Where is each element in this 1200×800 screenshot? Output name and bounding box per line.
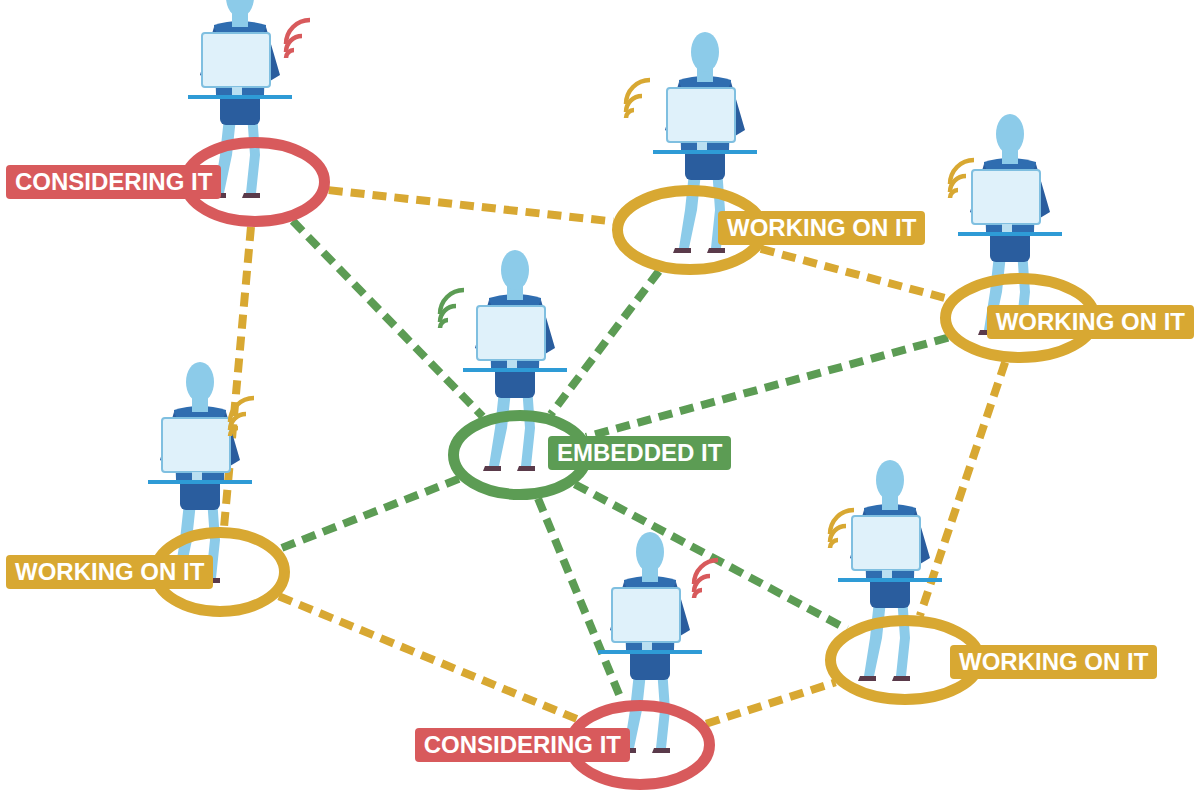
person-figure [830,460,942,681]
dashed-connector [586,338,948,437]
stage-tag: CONSIDERING IT [415,728,630,762]
person-figure [950,114,1062,335]
stage-tag: EMBEDDED IT [548,436,731,470]
stage-node: CONSIDERING IT [565,700,715,790]
dashed-connector [920,362,1005,616]
stage-tag: WORKING ON IT [987,305,1194,339]
dashed-connector [280,479,459,549]
stage-node: WORKING ON IT [825,615,985,705]
stage-node: WORKING ON IT [940,273,1100,363]
stage-tag: WORKING ON IT [718,211,925,245]
dashed-connector [279,596,578,719]
dashed-connector [293,221,483,417]
dashed-connector [706,682,835,723]
stage-node: WORKING ON IT [150,527,290,617]
stage-tag: CONSIDERING IT [6,165,221,199]
stage-node: EMBEDDED IT [448,410,592,500]
dashed-connector [329,190,614,221]
dashed-connector [538,499,622,702]
stage-tag: WORKING ON IT [950,645,1157,679]
dashed-connector [551,271,659,414]
stage-tag: WORKING ON IT [6,555,213,589]
stage-node: CONSIDERING IT [180,137,330,227]
stage-node: WORKING ON IT [612,185,768,275]
dashed-connector [761,249,948,299]
